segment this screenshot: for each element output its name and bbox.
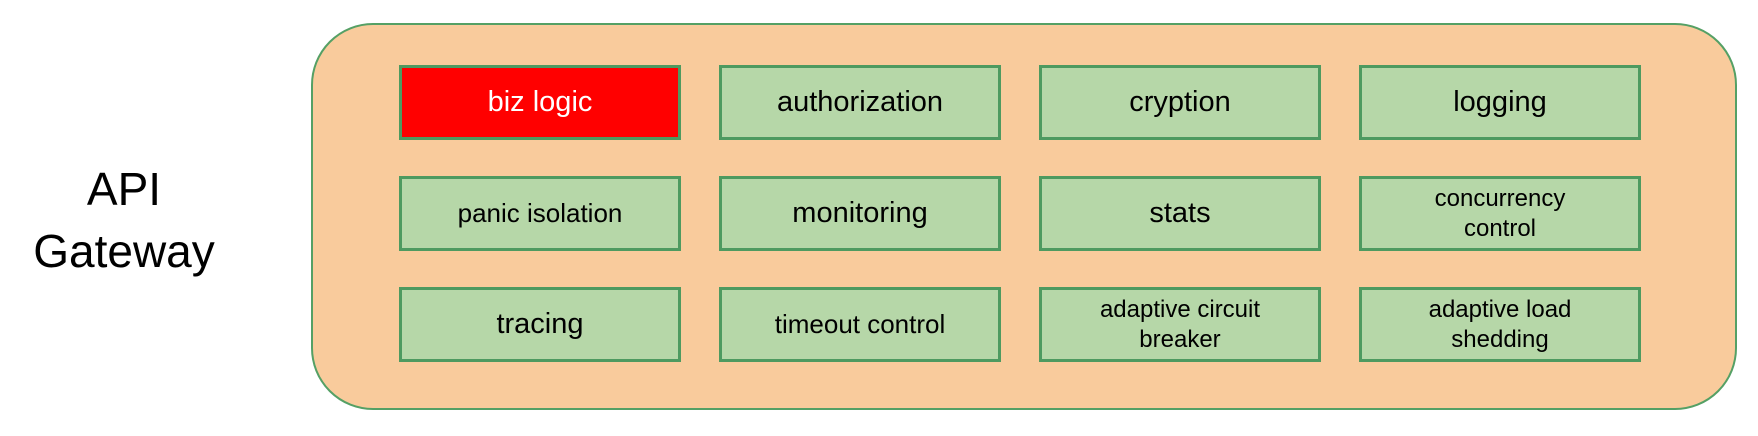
module-grid: biz logic authorization cryption logging…: [399, 65, 1641, 362]
module-label: cryption: [1129, 85, 1231, 118]
module-box: panic isolation: [399, 176, 681, 251]
module-box: biz logic: [399, 65, 681, 140]
module-label: adaptive load shedding: [1428, 296, 1572, 353]
module-box: timeout control: [719, 287, 1001, 362]
module-label: concurrency control: [1434, 185, 1566, 242]
module-label: adaptive circuit breaker: [1099, 296, 1261, 353]
module-label: logging: [1453, 85, 1547, 118]
module-box: authorization: [719, 65, 1001, 140]
module-label: panic isolation: [457, 197, 623, 228]
module-label: stats: [1149, 196, 1211, 229]
api-gateway-label: API Gateway: [18, 158, 230, 282]
module-box: cryption: [1039, 65, 1321, 140]
api-gateway-label-line2: Gateway: [33, 225, 215, 277]
module-box: stats: [1039, 176, 1321, 251]
module-label: authorization: [776, 85, 944, 118]
module-label: timeout control: [774, 308, 946, 339]
module-box: adaptive circuit breaker: [1039, 287, 1321, 362]
module-box: logging: [1359, 65, 1641, 140]
module-box: concurrency control: [1359, 176, 1641, 251]
module-label: biz logic: [487, 85, 593, 118]
module-box: tracing: [399, 287, 681, 362]
module-box: adaptive load shedding: [1359, 287, 1641, 362]
module-label: tracing: [496, 307, 584, 340]
api-gateway-label-line1: API: [86, 163, 162, 215]
module-label: monitoring: [792, 196, 928, 229]
api-gateway-container: biz logic authorization cryption logging…: [311, 23, 1737, 410]
module-box: monitoring: [719, 176, 1001, 251]
